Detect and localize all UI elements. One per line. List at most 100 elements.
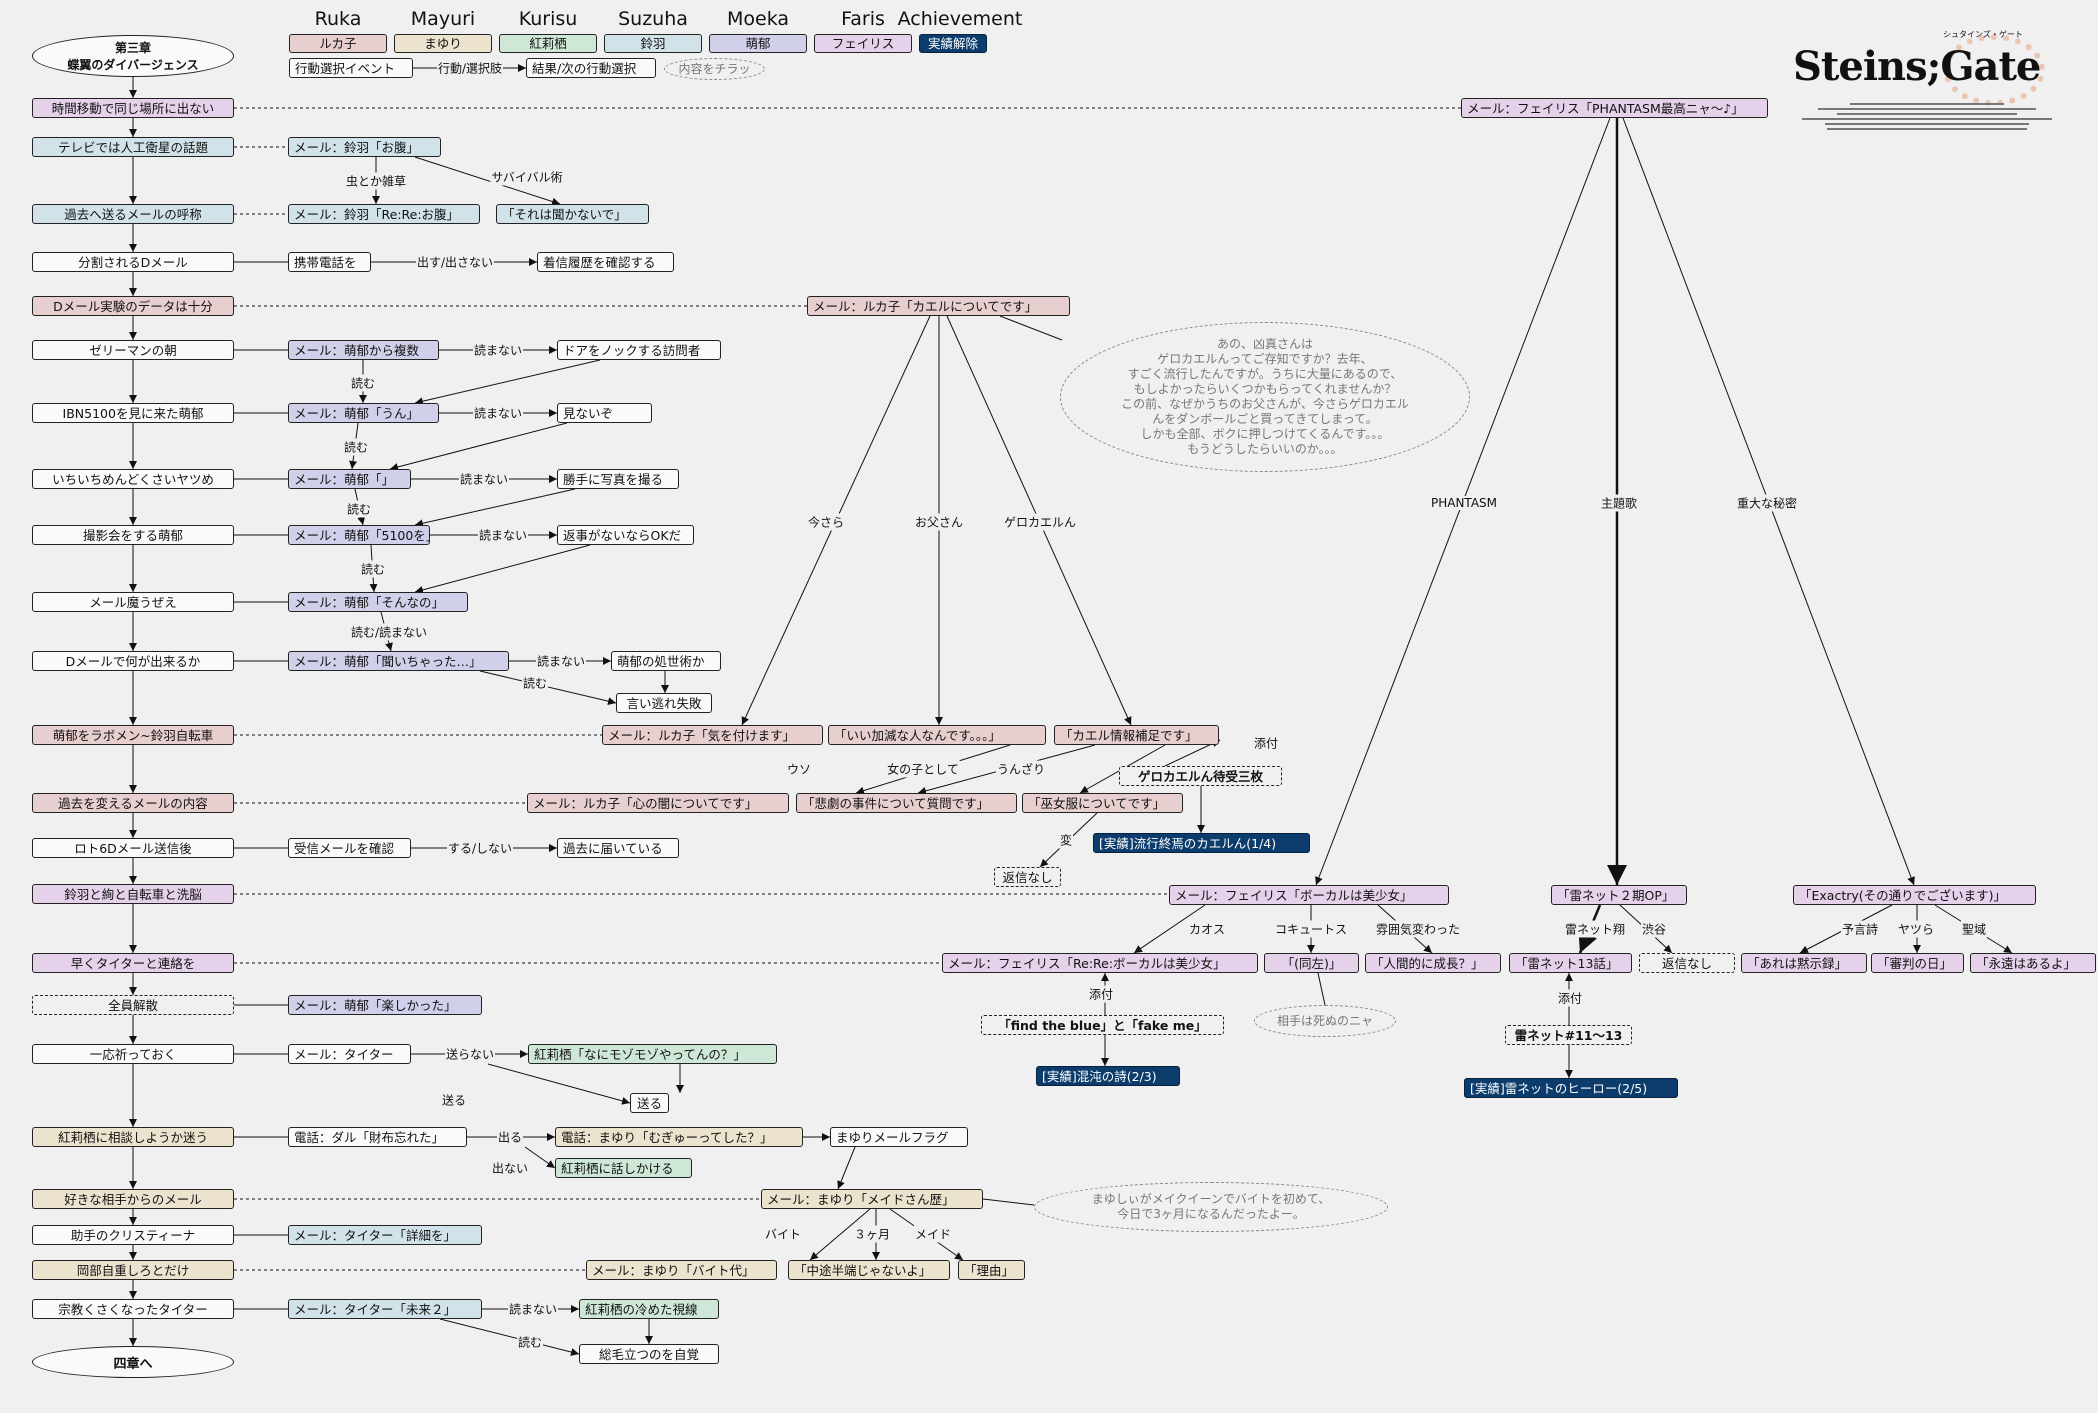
edge-label-gerokaerun: ゲロカエルん — [1002, 513, 1078, 531]
node-chakushin: 着信履歴を確認する — [537, 252, 674, 272]
edge-label-mushi: 虫とか雑草 — [344, 172, 408, 190]
next-chapter: 四章へ — [113, 1356, 153, 1372]
main-event: 過去を変えるメールの内容 — [32, 793, 234, 813]
chapter-number: 第三章 — [114, 41, 151, 55]
node-exactry: 「Exactry(その通りでございます)」 — [1793, 885, 2036, 905]
edge-label-yomu: 読む — [521, 674, 549, 692]
connector-arrow — [414, 156, 561, 206]
node-sore: 「それは聞かないで」 — [496, 204, 649, 224]
connector-arrow — [809, 1208, 871, 1261]
node-mayuri-maid: メール：まゆり「メイドさん歴」 — [761, 1189, 983, 1209]
node-rainet13: 「雷ネット13話」 — [1509, 953, 1632, 973]
node-katte: 勝手に写真を撮る — [557, 469, 679, 489]
main-event: Dメール実験のデータは十分 — [32, 296, 234, 316]
node-daru: 電話：ダル「財布忘れた」 — [288, 1127, 467, 1147]
ruka-mail-bubble: あの、凶真さんは ゲロカエルんってご存知ですか？去年、 すごく流行したんですが。… — [1060, 322, 1470, 472]
legend-swatch-moeka: 萌郁 — [709, 34, 807, 53]
edge-label-shudaika: 主題歌 — [1599, 494, 1639, 512]
logo-title: Steins;Gate — [1793, 43, 2041, 90]
node-somo: 総毛立つのを自覚 — [579, 1344, 719, 1364]
edge-label-okuranai: 送らない — [444, 1045, 496, 1063]
node-gero-3: ゲロカエルん待受三枚 — [1119, 766, 1282, 786]
node-moe-empty: メール：萌郁「」 — [288, 469, 411, 489]
connector-line — [982, 1198, 1035, 1206]
legend-swatch-suzuha: 鈴羽 — [604, 34, 702, 53]
edge-label-tenpu: 添付 — [1556, 989, 1584, 1007]
main-event: 萌郁をラボメン~鈴羽自転車 — [32, 725, 234, 745]
connector-line — [999, 315, 1063, 341]
edge-label-raishou: 雷ネット翔 — [1563, 920, 1627, 938]
legend-glimpse-bubble: 内容をチラッ — [664, 58, 765, 80]
main-event: 鈴羽と絢と自転車と洗脳 — [32, 884, 234, 904]
node-ach-konton: [実績]混沌の詩(2/3) — [1036, 1066, 1180, 1086]
legend-swatch-kurisu: 紅莉栖 — [499, 34, 597, 53]
node-rainet-op: 「雷ネット２期OP」 — [1551, 885, 1687, 905]
edge-label-yomanai: 読まない — [458, 470, 510, 488]
node-ruka-ki: メール：ルカ子「気を付けます」 — [602, 725, 823, 745]
edge-label-yomanai: 読まない — [507, 1300, 559, 1318]
node-shinpan: 「審判の日」 — [1871, 953, 1964, 973]
legend-choice-label: 行動/選択肢 — [436, 59, 504, 77]
edge-label-yogen: 予言詩 — [1840, 920, 1880, 938]
node-suzu-onaka: メール：鈴羽「お腹」 — [288, 137, 441, 157]
node-faris-phantasm: メール：フェイリス「PHANTASM最高ニャ～♪」 — [1461, 98, 1768, 118]
node-mayuri-baito: メール：まゆり「バイト代」 — [586, 1260, 777, 1280]
edge-label-yomanai: 読まない — [472, 341, 524, 359]
edge-label-fun: 雰囲気変わった — [1374, 920, 1462, 938]
node-kako-todoite: 過去に届いている — [557, 838, 679, 858]
node-mayuri-mugyu: 電話：まゆり「むぎゅーってした？」 — [555, 1127, 803, 1147]
main-event: テレビでは人工衛星の話題 — [32, 137, 234, 157]
main-event: メール魔うぜえ — [32, 592, 234, 612]
connector-arrow — [524, 1146, 556, 1169]
node-kurisu-mozo: 紅莉栖「なにモゾモゾやってんの？」 — [528, 1044, 777, 1064]
node-ruka-kaeru: メール：ルカ子「カエルについてです」 — [807, 296, 1070, 316]
node-ach-kaeru: [実績]流行終焉のカエルん(1/4) — [1093, 833, 1310, 853]
legend-swatch-ruka: ルカ子 — [289, 34, 387, 53]
connector-arrow — [389, 422, 568, 471]
maid-bubble: まゆしぃがメイクイーンでバイトを初めて、 今日で3ヶ月になるんだったよー。 — [1034, 1182, 1388, 1232]
logo-subtitle: シュタインズ・ゲート — [1943, 30, 2023, 39]
main-event: ゼリーマンの朝 — [32, 340, 234, 360]
legend-result-box: 結果/次の行動選択 — [526, 58, 656, 78]
node-ruka-yami: メール：ルカ子「心の闇についてです」 — [527, 793, 789, 813]
node-moe-fukusu: メール：萌郁から複数 — [288, 340, 439, 360]
main-event: 全員解散 — [32, 995, 234, 1015]
main-event: 助手のクリスティーナ — [32, 1225, 234, 1245]
legend-name-ruka: Ruka — [314, 8, 362, 30]
edge-label-suru: する/しない — [446, 839, 514, 857]
node-minaizo: 見ないぞ — [557, 403, 652, 423]
node-shoseijutsu: 萌郁の処世術か — [611, 651, 721, 671]
edge-label-imasara: 今さら — [806, 513, 846, 531]
legend-name-achievement: Achievement — [897, 8, 1023, 30]
edge-label-seiiki: 聖域 — [1960, 920, 1988, 938]
legend-name-mayuri: Mayuri — [410, 8, 476, 30]
node-door: ドアをノックする訪問者 — [557, 340, 721, 360]
edge-label-kokyutosu: コキュートス — [1273, 920, 1349, 938]
legend-swatch-achievement: 実績解除 — [919, 34, 987, 53]
node-moe-kiichatta: メール：萌郁「聞いちゃった…」 — [288, 651, 509, 671]
connector-arrow — [414, 488, 576, 528]
edge-label-yomu: 読む — [345, 500, 373, 518]
edge-label-shibuya: 渋谷 — [1640, 920, 1668, 938]
edge-label-okuru: 送る — [440, 1091, 468, 1109]
node-okuru: 送る — [630, 1093, 669, 1113]
main-event: 岡部自重しろとだけ — [32, 1260, 234, 1280]
connector-arrow — [439, 1318, 580, 1356]
edge-label-survival: サバイバル術 — [490, 168, 564, 186]
node-keitai: 携帯電話を — [288, 252, 371, 272]
legend-swatch-mayuri: まゆり — [394, 34, 492, 53]
node-suzu-rere: メール：鈴羽「Re:Re:お腹」 — [288, 204, 480, 224]
connector-arrow — [837, 1146, 856, 1190]
edge-label-yomu: 読む — [342, 438, 370, 456]
connector-line — [1317, 972, 1326, 1006]
connector-arrow — [414, 544, 591, 594]
node-henji: 返事がないならOKだ — [557, 525, 694, 545]
main-event: Dメールで何が出来るか — [32, 651, 234, 671]
edge-label-sankagetsu: ３ヶ月 — [852, 1225, 892, 1243]
node-moe-un: メール：萌郁「うん」 — [288, 403, 439, 423]
node-henshin-nashi2: 返信なし — [1639, 953, 1735, 973]
main-event: 好きな相手からのメール — [32, 1189, 234, 1209]
connector-arrow — [1133, 904, 1206, 954]
node-titor: メール：タイター — [288, 1044, 411, 1064]
node-moe-sonna: メール：萌郁「そんなの」 — [288, 592, 468, 612]
